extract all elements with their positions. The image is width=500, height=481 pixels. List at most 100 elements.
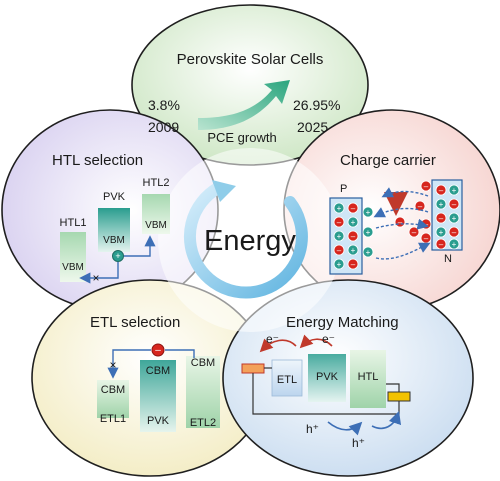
htl-band-diagram: HTL1 VBM PVK VBM HTL2 VBM + × [60,177,170,285]
hole-dot [435,198,447,210]
etl1-label: ETL1 [100,413,126,425]
electron-flow-arrow-left [259,338,297,353]
hole-label-2: h⁺ [352,436,365,450]
htl2-label: HTL2 [143,177,170,189]
htl2-bar [142,194,170,234]
electron-dot [347,230,359,242]
htl1-label: HTL1 [60,217,87,229]
year-end: 2025 [297,119,328,135]
htl1-bar [60,232,86,282]
electron-flow-arrow-right [299,334,333,349]
hole-sign: + [452,186,457,195]
electron-sign: – [351,232,356,241]
electron-dot [414,200,426,212]
electron-dot [448,226,460,238]
match-pvk-label: PVK [316,371,339,383]
hole-flow-arrow-1 [373,207,429,218]
hole-sign: + [351,218,356,227]
hole-dot [448,184,460,196]
match-title: Energy Matching [286,314,399,331]
electron-dot [420,180,432,192]
htl-pvk-bar [98,208,130,252]
hole-icon [112,250,124,262]
match-etl-label: ETL [277,374,297,386]
htl-pvk-vbm-label: VBM [103,235,125,246]
hole-sign: + [337,260,342,269]
center-title: Energy [204,225,296,257]
electron-flow-arrow-1 [375,218,429,230]
htl-title: HTL selection [52,152,143,169]
electron-sign: – [424,234,429,243]
electron-sign: – [351,204,356,213]
electron-sign: – [439,214,444,223]
hole-dot [347,244,359,256]
match-pvk-bar [308,354,346,402]
hole-dot [448,238,460,250]
year-start: 2009 [148,119,179,135]
electron-sign: – [424,182,429,191]
electron-sign: – [398,218,403,227]
external-circuit-bottom [252,373,400,415]
hole-sign: + [337,204,342,213]
petal-bottom-right [222,279,474,477]
hole-sign: + [439,200,444,209]
etl2-label: ETL2 [190,417,216,429]
etl-blocked-mark: × [109,358,116,372]
hole-sign: + [452,240,457,249]
electron-sign: – [337,246,342,255]
cycle-icon [184,180,308,299]
electron-sign: – [439,186,444,195]
electron-dot [347,258,359,270]
electron-dot [347,202,359,214]
htl2-vbm-label: VBM [145,220,167,231]
charge-title: Charge carrier [340,152,436,169]
hole-sign: + [439,228,444,237]
cathode-electrode [241,363,265,374]
hole-dot [362,206,374,218]
etl-pvk-label: PVK [147,415,170,427]
hole-dot [435,226,447,238]
p-region-label: P [340,183,347,195]
hole-sign: + [452,214,457,223]
electron-sign: – [337,218,342,227]
etl1-cbm-label: CBM [101,384,125,396]
etl2-cbm-label: CBM [191,357,215,369]
etl1-bar [97,380,129,418]
growth-label: PCE growth [207,130,276,145]
efficiency-end: 26.95% [293,97,340,113]
hole-dot [333,258,345,270]
electron-sign: – [351,260,356,269]
etl-title: ETL selection [90,314,180,331]
electron-sign: – [452,200,457,209]
electron-dot [333,244,345,256]
electron-dot [408,226,420,238]
hole-sign: + [366,228,371,237]
efficiency-start: 3.8% [148,97,180,113]
electron-sign: – [412,228,417,237]
energy-matching-diagram: ETL PVK HTL e⁻ e⁻ h⁺ h⁺ [241,332,411,450]
etl2-bar [186,356,220,428]
htl1-vbm-label: VBM [62,262,84,273]
etl1-transfer-arrow [107,349,151,379]
hole-dot [333,230,345,242]
hole-label-1: h⁺ [306,422,319,436]
match-etl-bar [271,359,303,397]
hole-dot [362,226,374,238]
etl2-transfer-arrow [165,349,195,358]
hole-sign: + [366,208,371,217]
etl-pvk-bar [140,360,176,432]
match-htl-label: HTL [358,371,379,383]
hole-flow-arrow-left [327,421,363,436]
charge-carrier-diagram: +––++––++–+++––––++––++––+––– [329,179,463,275]
electron-dot [435,184,447,196]
electron-sign: – [439,240,444,249]
etl-band-diagram: CBM ETL1 CBM PVK CBM ETL2 – × [97,343,220,432]
match-htl-bar [350,350,386,408]
electron-minus: – [155,345,161,356]
hole-sign: + [337,232,342,241]
electron-dot [333,216,345,228]
anode-electrode [387,391,411,402]
electron-dot [435,212,447,224]
circuit-link-right [386,383,400,392]
